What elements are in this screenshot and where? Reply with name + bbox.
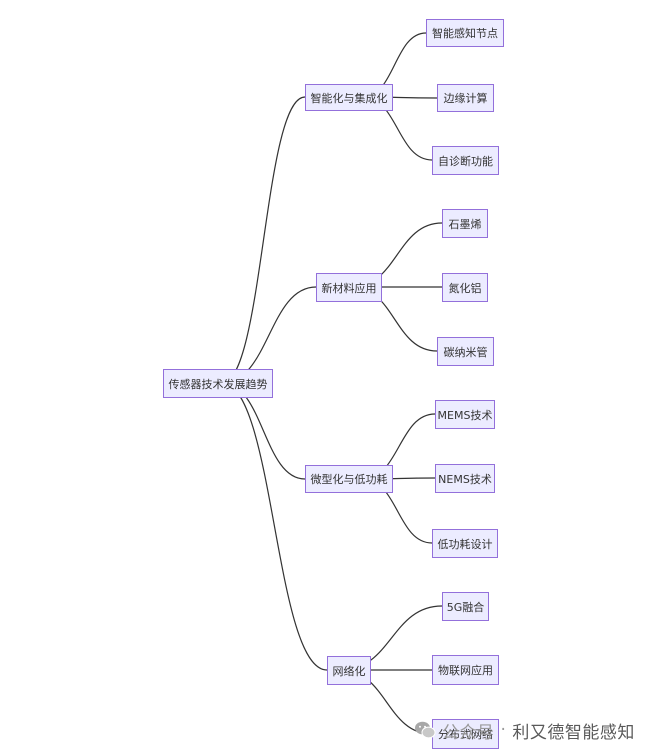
leaf-node[interactable]: 物联网应用 (432, 655, 499, 685)
branch-label: 智能化与集成化 (310, 91, 388, 105)
leaf-label: 物联网应用 (438, 664, 493, 677)
leaf-label: 分布式网络 (438, 728, 493, 741)
leaf-node[interactable]: 自诊断功能 (432, 146, 499, 175)
leaf-node[interactable]: 碳纳米管 (437, 337, 494, 366)
leaf-label: 石墨烯 (448, 217, 482, 231)
root-node[interactable]: 传感器技术发展趋势 (163, 369, 273, 398)
leaf-node[interactable]: 边缘计算 (437, 84, 494, 112)
branch-label: 新材料应用 (321, 281, 377, 295)
leaf-label: 边缘计算 (443, 92, 488, 105)
leaf-node[interactable]: 石墨烯 (442, 209, 488, 238)
leaf-label: 智能感知节点 (432, 27, 498, 40)
branch-node-miniaturization[interactable]: 微型化与低功耗 (305, 465, 393, 493)
edge-root-to-branch (221, 382, 328, 671)
leaf-label: 5G融合 (446, 600, 485, 614)
watermark-name: 利又德智能感知 (512, 722, 635, 743)
watermark-separator: · (500, 720, 507, 740)
leaf-node[interactable]: 低功耗设计 (432, 529, 498, 558)
branch-label: 网络化 (332, 664, 366, 678)
leaf-label: MEMS技术 (437, 408, 493, 422)
leaf-node[interactable]: MEMS技术 (435, 400, 495, 429)
leaf-label: NEMS技术 (438, 472, 492, 486)
branch-node-intelligence[interactable]: 智能化与集成化 (305, 84, 393, 111)
wechat-icon (414, 720, 436, 740)
edge-root-to-branch (221, 96, 306, 384)
leaf-label: 氮化铝 (448, 281, 482, 295)
leaf-label: 自诊断功能 (438, 154, 493, 168)
watermark-prefix: 公众号 (442, 722, 495, 743)
leaf-node[interactable]: 智能感知节点 (426, 19, 504, 47)
leaf-node[interactable]: 5G融合 (442, 592, 489, 621)
leaf-node[interactable]: 氮化铝 (442, 273, 488, 302)
branch-node-materials[interactable]: 新材料应用 (316, 273, 382, 302)
leaf-label: 低功耗设计 (437, 537, 493, 551)
root-node-label: 传感器技术发展趋势 (168, 377, 268, 391)
branch-label: 微型化与低功耗 (310, 473, 388, 486)
branch-node-networking[interactable]: 网络化 (327, 656, 371, 685)
watermark: 公众号 · 利又德智能感知 (414, 717, 635, 743)
leaf-label: 碳纳米管 (443, 345, 488, 359)
leaf-node[interactable]: NEMS技术 (435, 464, 495, 493)
